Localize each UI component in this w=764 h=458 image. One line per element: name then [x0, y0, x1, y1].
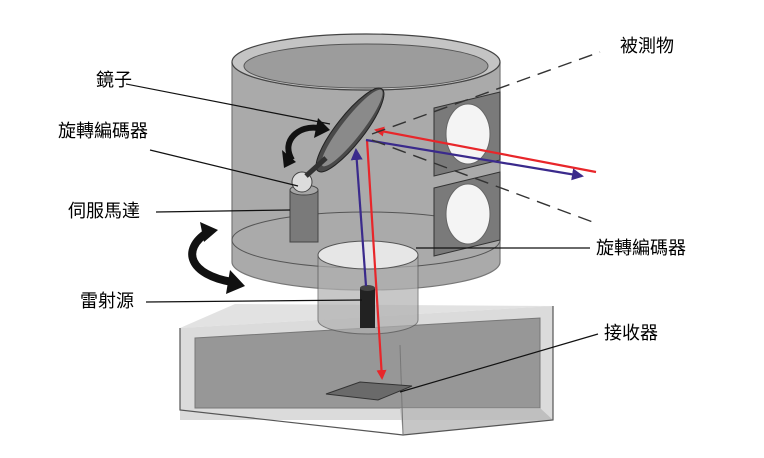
outgoing-beam-to-mirror [365, 139, 387, 380]
leader-laser [145, 299, 363, 303]
leader-mirror [125, 83, 331, 125]
return-beam-up [350, 148, 368, 287]
mirror [304, 87, 385, 178]
return-beam-out [365, 138, 584, 181]
receiver-plate [325, 381, 413, 401]
outgoing-beam-to-target [374, 126, 597, 174]
label-laser-source: 雷射源 [80, 291, 134, 312]
mirror-rotation-arrow-head [314, 118, 330, 138]
target-dashed-line-lower [371, 139, 599, 225]
label-rotary-encoder-right: 旋轉編碼器 [596, 238, 686, 259]
leader-receiver [399, 333, 599, 393]
label-mirror: 鏡子 [96, 70, 132, 91]
target-dashed-line-upper [371, 51, 601, 135]
laser-source [360, 285, 375, 328]
base-box [179, 304, 554, 436]
leader-encoder-top [149, 149, 299, 187]
mirror-rotation-arrow [285, 124, 319, 162]
leader-servo [155, 209, 291, 213]
label-rotary-encoder-top: 旋轉編碼器 [58, 121, 148, 142]
housing-rotation-arrow-tail [200, 222, 218, 242]
housing-rotation-arrow [188, 228, 233, 286]
servo-motor [289, 184, 319, 243]
window-lower [433, 171, 501, 257]
label-servo-motor: 伺服馬達 [68, 201, 140, 222]
mirror-rotation-arrow-tail [282, 150, 296, 168]
label-receiver: 接收器 [604, 323, 658, 344]
label-target: 被測物 [620, 36, 674, 57]
housing-rotation-arrow-head [226, 270, 245, 294]
